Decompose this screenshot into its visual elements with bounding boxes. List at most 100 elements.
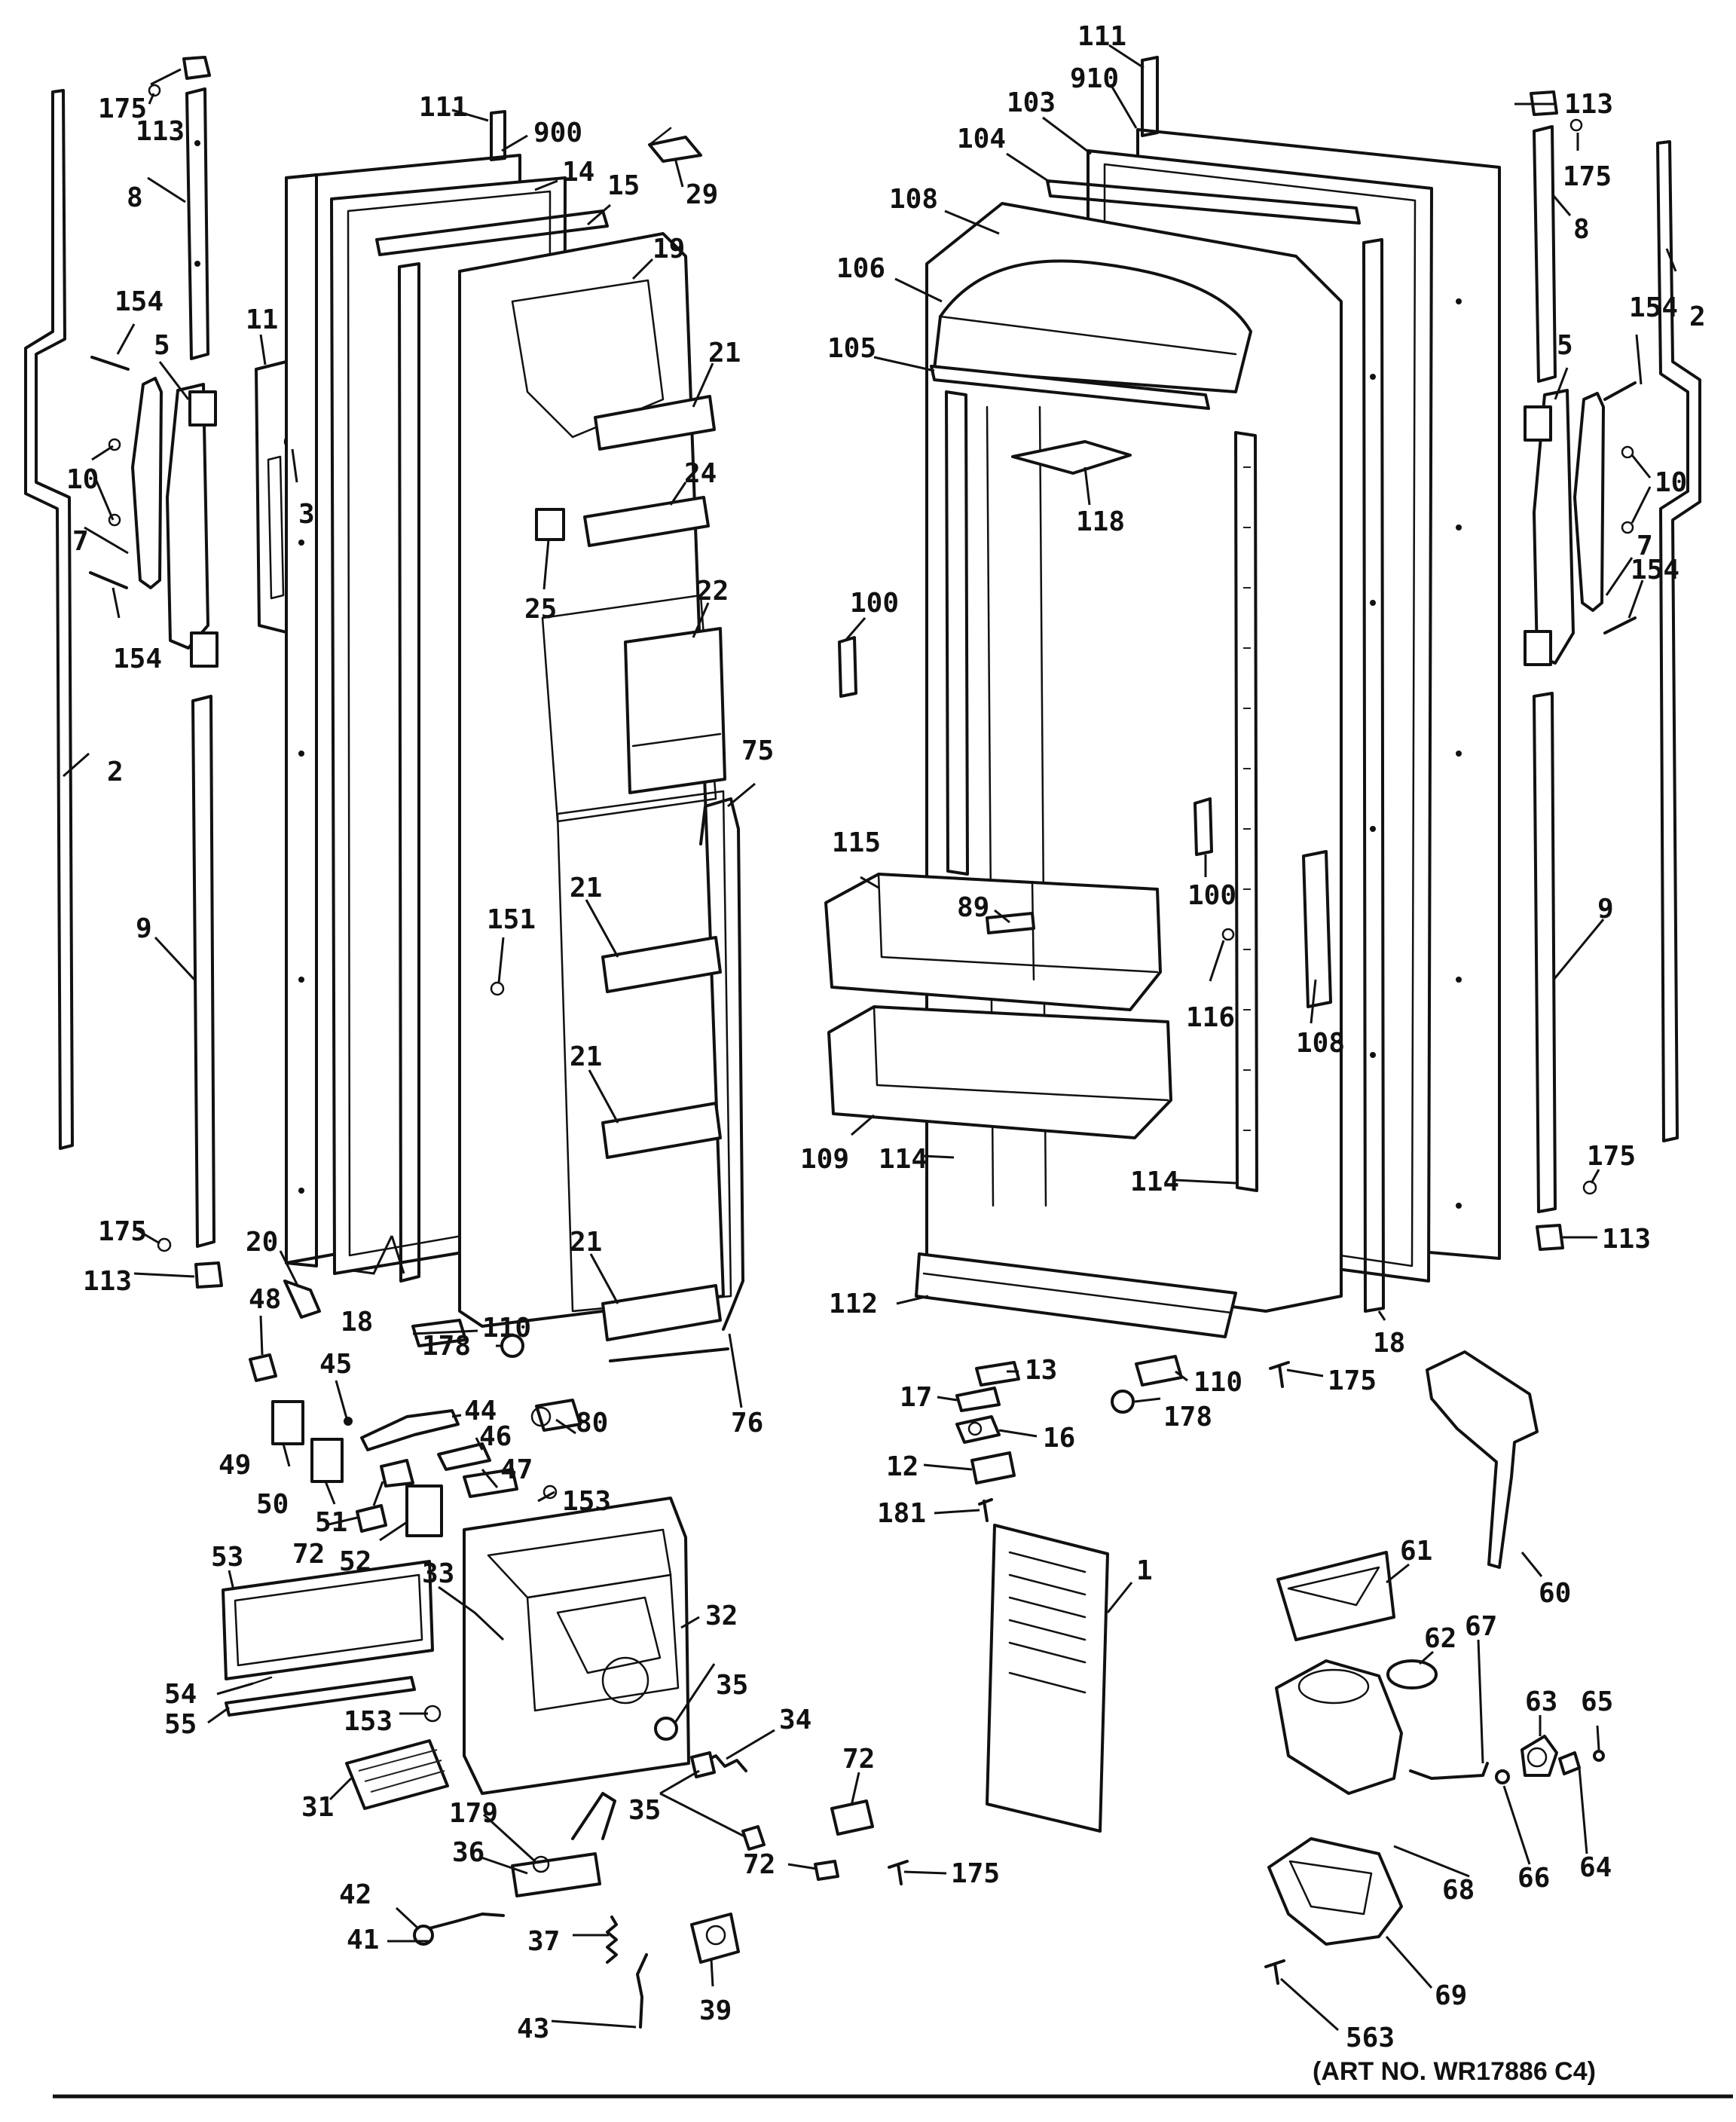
callout-7-right: 7 [1637,530,1653,561]
callout-110-right: 110 [1194,1367,1242,1398]
callout-153-a: 153 [562,1486,611,1517]
chute-base [1267,1837,1403,1946]
screw [1582,1180,1597,1195]
callout-111-right: 111 [1077,21,1126,52]
screw [1569,118,1583,132]
callout-76: 76 [731,1408,763,1439]
drip-trim [225,1676,416,1717]
callout-35-b: 35 [628,1795,661,1826]
callout-62: 62 [1424,1623,1456,1654]
callout-24: 24 [684,458,717,489]
callout-39: 39 [699,1995,732,2026]
callout-108-b: 108 [1296,1028,1345,1059]
tension-spring [606,1916,618,1964]
callout-89: 89 [957,892,989,923]
callout-21-c: 21 [570,1041,602,1072]
screw [1603,616,1637,634]
screw [1603,381,1637,401]
callout-72-b: 72 [842,1744,875,1775]
water-tube-top-left [490,110,506,161]
callout-154-right-upper: 154 [1629,292,1678,323]
callout-41: 41 [347,1925,379,1955]
callout-29: 29 [686,179,718,210]
bushing [413,1925,434,1946]
door-switch [535,508,565,541]
callout-5-right: 5 [1557,330,1573,361]
trim-end-cap [194,1261,223,1289]
callout-75: 75 [741,735,774,766]
callout-17: 17 [900,1382,932,1413]
owners-manual [986,1524,1109,1833]
callout-175-mid: 175 [951,1858,1000,1889]
callout-108-a: 108 [889,184,938,215]
plug [108,513,121,527]
callout-51: 51 [315,1507,347,1538]
callout-31: 31 [301,1792,334,1823]
callout-8-left: 8 [127,182,143,213]
callout-49: 49 [219,1450,251,1481]
door-shelf-bar [601,1102,722,1159]
plug [1621,445,1634,459]
callout-45: 45 [319,1349,352,1380]
liner-top-strip [1046,179,1361,225]
callout-35-a: 35 [716,1670,748,1701]
screw [532,1855,550,1873]
callout-179: 179 [449,1798,498,1829]
callout-65: 65 [1581,1686,1613,1717]
motor-bushing [1558,1751,1581,1775]
callout-115: 115 [832,827,881,858]
light-shield [1135,1355,1183,1387]
callout-64: 64 [1579,1852,1612,1883]
callout-72-a: 72 [292,1539,325,1570]
trim-end-cap [182,56,211,80]
callout-900: 900 [533,118,582,148]
callout-154-right-lower: 154 [1631,555,1679,586]
bottom-hinge [970,1451,1016,1484]
callout-114-b: 114 [1130,1166,1179,1197]
door-bin-lower [827,1005,1172,1139]
callout-20: 20 [246,1227,278,1258]
callout-21-d: 21 [570,1227,602,1258]
callout-3: 3 [298,499,315,530]
switch-bracket [463,1468,518,1498]
callout-8-right: 8 [1573,214,1590,245]
callout-112: 112 [829,1289,878,1319]
door-handle-right [1573,392,1605,612]
callout-10-left: 10 [66,464,99,495]
callout-43: 43 [517,2013,549,2044]
screw [90,356,130,371]
control-board [271,1400,304,1445]
door-stop-bracket [255,360,291,634]
handle-cover-left [166,383,209,650]
chute-housing [1275,1659,1403,1795]
callout-21-b: 21 [570,873,602,904]
dispenser-actuator [283,1280,321,1319]
callout-10-right: 10 [1655,467,1687,498]
hinge-screw [978,1498,993,1522]
callout-109: 109 [800,1144,849,1175]
door-gasket-strip [1362,238,1385,1313]
callout-53: 53 [211,1542,243,1573]
bin-divider [986,912,1035,934]
callout-5-left: 5 [154,330,170,361]
bushing [654,1717,678,1741]
callout-72-c: 72 [743,1849,775,1880]
callout-55: 55 [164,1709,197,1740]
art-number: (ART NO. WR17886 C4) [1313,2057,1596,2086]
door-shelf-bar [601,936,722,993]
dispenser-frame [222,1560,434,1680]
dairy-compartment-door [933,259,1252,393]
handle-mount-right [1524,405,1552,442]
screw [157,1237,172,1252]
washer [1495,1769,1510,1784]
callout-154-left-lower: 154 [113,644,162,674]
callout-14: 14 [562,157,594,188]
door-bin-upper [824,873,1162,1011]
callout-910: 910 [1070,63,1119,94]
top-trim-left [185,87,209,360]
callout-9-right: 9 [1597,894,1614,925]
hinge-plate [975,1361,1020,1387]
connector [830,1799,874,1836]
callout-105: 105 [827,333,876,364]
